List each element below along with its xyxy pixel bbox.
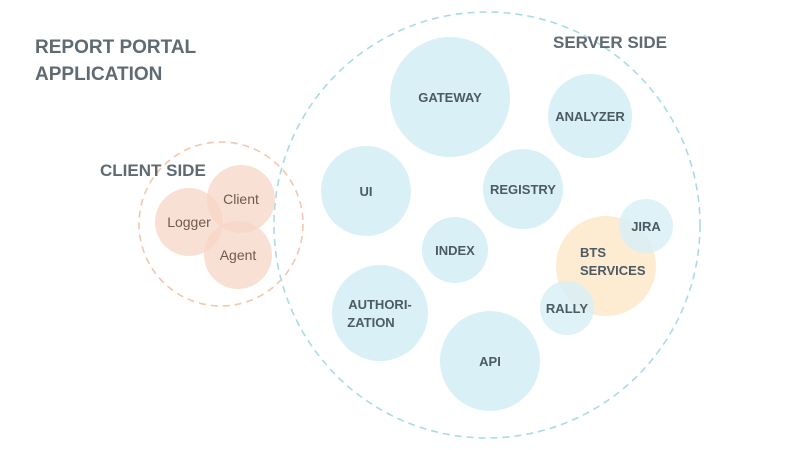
authorization-label-line-1: AUTHORI- — [348, 297, 412, 312]
server-component-ui: UI — [321, 146, 411, 236]
agent-label: Agent — [220, 247, 257, 263]
page-title-line-1: REPORT PORTAL — [35, 37, 197, 58]
server-component-registry: REGISTRY — [483, 149, 563, 229]
server-component-api: API — [440, 311, 540, 411]
server-side-boundary — [273, 11, 701, 439]
client-component-agent: Agent — [204, 221, 272, 289]
server-component-authorization: AUTHORI- ZATION — [332, 265, 428, 361]
server-side-heading: SERVER SIDE — [553, 33, 667, 52]
server-component-analyzer: ANALYZER — [548, 74, 632, 158]
server-component-rally: RALLY — [540, 281, 594, 335]
rally-label: RALLY — [546, 301, 588, 316]
server-component-index: INDEX — [422, 217, 488, 283]
jira-label: JIRA — [631, 219, 661, 234]
client-component-client: Client — [207, 165, 275, 233]
client-label: Client — [223, 191, 259, 207]
server-component-jira: JIRA — [619, 199, 673, 253]
registry-label: REGISTRY — [490, 182, 556, 197]
bts-label-line-2: SERVICES — [580, 263, 646, 278]
logger-label: Logger — [167, 214, 211, 230]
gateway-label: GATEWAY — [418, 90, 482, 105]
analyzer-label: ANALYZER — [555, 109, 625, 124]
ui-label: UI — [360, 184, 373, 199]
authorization-label-line-2: ZATION — [347, 315, 394, 330]
bts-label-line-1: BTS — [580, 245, 606, 260]
index-label: INDEX — [435, 243, 475, 258]
client-side-heading: CLIENT SIDE — [100, 161, 206, 180]
client-component-logger: Logger — [155, 188, 223, 256]
server-component-gateway: GATEWAY — [390, 37, 510, 157]
page-title-line-2: APPLICATION — [35, 64, 162, 85]
api-label: API — [479, 354, 501, 369]
client-side-boundary — [138, 141, 304, 307]
